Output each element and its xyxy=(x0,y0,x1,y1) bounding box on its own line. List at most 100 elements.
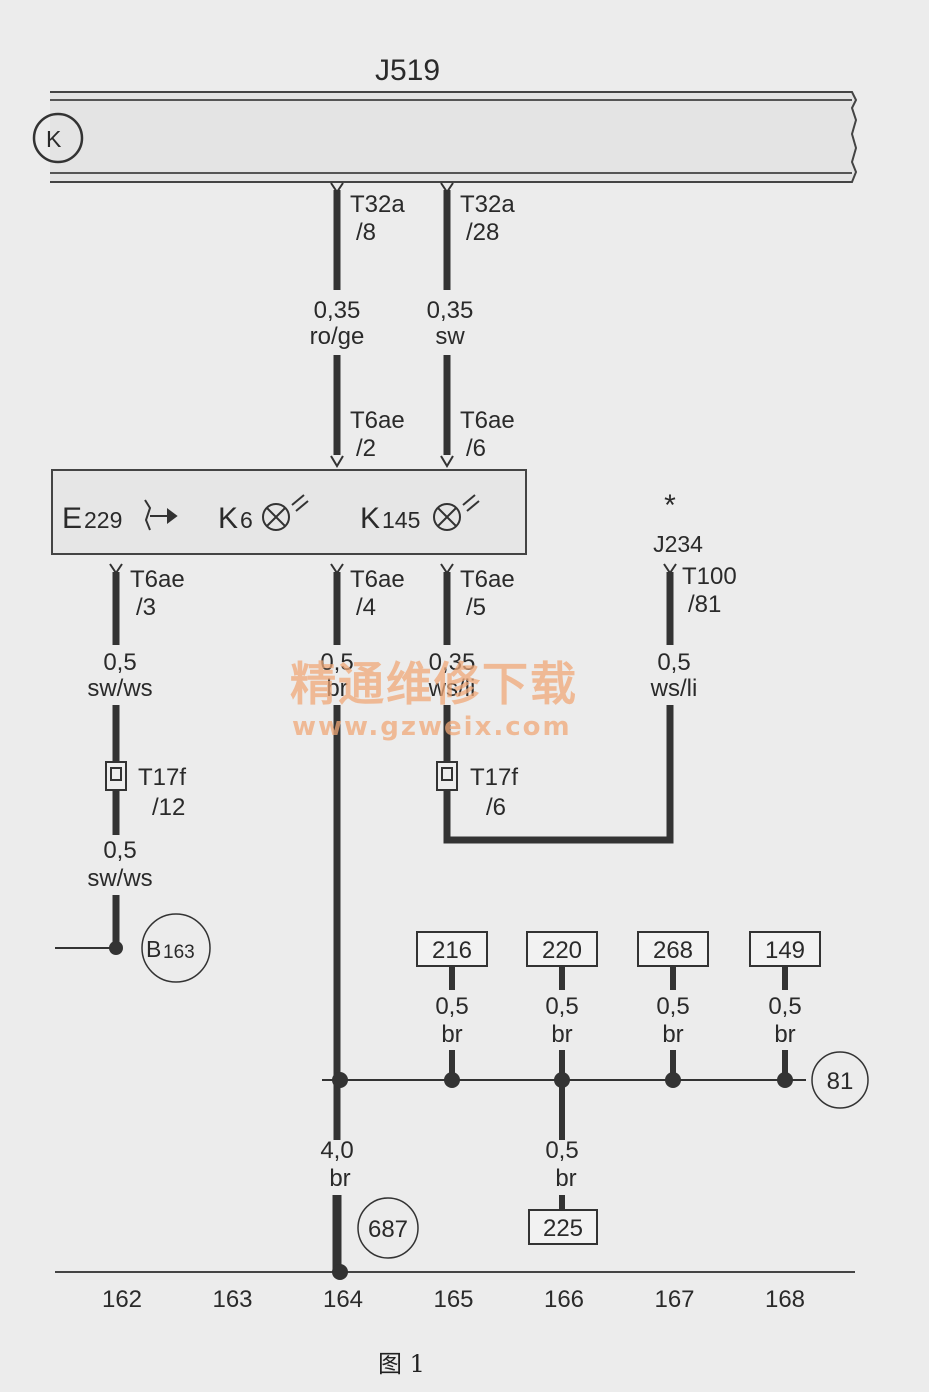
ref-box-220: 220 xyxy=(526,931,598,967)
j519-module xyxy=(50,91,858,183)
ref-box-216: 216 xyxy=(416,931,488,967)
wire-w2-color: sw xyxy=(435,323,465,350)
wire-216-color: br xyxy=(441,1021,462,1048)
branch-wires xyxy=(449,966,788,1212)
svg-text:145: 145 xyxy=(382,507,420,533)
k145-component: K 145 xyxy=(360,502,420,535)
pin-t6ae-3-conn: T6ae xyxy=(130,566,185,593)
svg-text:163: 163 xyxy=(163,942,195,963)
wire-ground-size: 4,0 xyxy=(320,1137,353,1164)
svg-text:E: E xyxy=(62,502,82,535)
wire-225-size: 0,5 xyxy=(545,1137,578,1164)
wire-t6ae5-t17f6 xyxy=(443,572,674,844)
svg-text:225: 225 xyxy=(543,1215,583,1242)
footer-column-164: 164 xyxy=(323,1286,363,1313)
footer-column-166: 166 xyxy=(544,1286,584,1313)
pin-t100-81-conn: T100 xyxy=(682,563,737,590)
svg-text:K: K xyxy=(360,502,380,535)
figure-caption: 图 1 xyxy=(378,1350,425,1378)
pin-t17f-12-conn: T17f xyxy=(138,764,186,791)
wire-w6-size: 0,5 xyxy=(657,649,690,676)
footer-column-167: 167 xyxy=(654,1286,694,1313)
wire-w3-color: sw/ws xyxy=(87,675,152,702)
svg-text:B: B xyxy=(146,936,161,962)
svg-text:216: 216 xyxy=(432,937,472,964)
pin-t100-81-num: /81 xyxy=(688,591,721,618)
lamp-icon xyxy=(433,494,480,531)
svg-text:229: 229 xyxy=(84,507,122,533)
svg-text:220: 220 xyxy=(542,937,582,964)
pin-t6ae-6-conn: T6ae xyxy=(460,407,515,434)
wire-w2-size: 0,35 xyxy=(427,297,474,324)
ref-box-268: 268 xyxy=(637,931,709,967)
wire-149-color: br xyxy=(774,1021,795,1048)
footer-column-163: 163 xyxy=(212,1286,252,1313)
wire-220-size: 0,5 xyxy=(545,993,578,1020)
svg-text:81: 81 xyxy=(827,1068,854,1095)
pin-t32a-8-conn: T32a xyxy=(350,191,405,218)
wire-w4-size: 0,5 xyxy=(320,649,353,676)
svg-text:K: K xyxy=(46,126,62,152)
pin-t32a-28-conn: T32a xyxy=(460,191,515,218)
j519-label: J519 xyxy=(375,54,440,87)
b163-ground-point: B 163 xyxy=(141,913,211,983)
svg-text:K: K xyxy=(218,502,238,535)
circle-687: 687 xyxy=(357,1197,419,1259)
watermark-url: www.gzweix.com xyxy=(292,712,572,742)
wire-w1-size: 0,35 xyxy=(314,297,361,324)
pin-t6ae-2-num: /2 xyxy=(356,435,376,462)
wire-ground-color: br xyxy=(329,1165,350,1192)
footer-column-165: 165 xyxy=(433,1286,473,1313)
lamp-icon xyxy=(262,494,309,531)
j234-label: J234 xyxy=(653,531,703,557)
wire-w1-color: ro/ge xyxy=(310,323,365,350)
pin-t32a-28-num: /28 xyxy=(466,219,499,246)
wire-w7-color: sw/ws xyxy=(87,865,152,892)
circle-81: 81 xyxy=(811,1051,869,1109)
k6-component: K 6 xyxy=(218,502,253,535)
pin-t6ae-6-num: /6 xyxy=(466,435,486,462)
footer-column-168: 168 xyxy=(765,1286,805,1313)
pin-t6ae-4-conn: T6ae xyxy=(350,566,405,593)
pin-t17f-6-num: /6 xyxy=(486,794,506,821)
wire-w4-color: br xyxy=(326,675,347,702)
wire-216-size: 0,5 xyxy=(435,993,468,1020)
pin-t6ae-3-num: /3 xyxy=(136,594,156,621)
wire-149-size: 0,5 xyxy=(768,993,801,1020)
wire-w6-color: ws/li xyxy=(650,675,698,702)
pin-t32a-8-num: /8 xyxy=(356,219,376,246)
switch-icon xyxy=(144,499,178,531)
wire-268-size: 0,5 xyxy=(656,993,689,1020)
watermark-text: 精通维修下载 xyxy=(290,657,578,711)
svg-text:268: 268 xyxy=(653,937,693,964)
pin-t6ae-4-num: /4 xyxy=(356,594,376,621)
svg-text:6: 6 xyxy=(240,507,253,533)
k-circle-icon: K xyxy=(32,112,84,164)
ref-box-225: 225 xyxy=(528,1209,598,1245)
ref-box-149: 149 xyxy=(749,931,821,967)
wire-268-color: br xyxy=(662,1021,683,1048)
pin-t6ae-2-conn: T6ae xyxy=(350,407,405,434)
wire-225-color: br xyxy=(555,1165,576,1192)
junction-dot xyxy=(109,941,123,955)
connector-icon xyxy=(436,761,458,791)
pin-arrow xyxy=(330,182,454,468)
pin-t6ae-5-conn: T6ae xyxy=(460,566,515,593)
junction-dot xyxy=(332,1264,348,1280)
svg-text:687: 687 xyxy=(368,1216,408,1243)
footer-column-numbers: 162 163 164 165 166 167 168 xyxy=(102,1286,805,1313)
junction-dots xyxy=(332,1072,793,1088)
wire-w5-color: ws/li xyxy=(428,675,476,702)
wire-w7-size: 0,5 xyxy=(103,837,136,864)
pin-t6ae-5-num: /5 xyxy=(466,594,486,621)
svg-text:149: 149 xyxy=(765,937,805,964)
pin-t17f-6-conn: T17f xyxy=(470,764,518,791)
footer-column-162: 162 xyxy=(102,1286,142,1313)
wire-220-color: br xyxy=(551,1021,572,1048)
e229-component: E 229 xyxy=(62,502,122,535)
wire-w3-size: 0,5 xyxy=(103,649,136,676)
wire-w5-size: 0,35 xyxy=(429,649,476,676)
j234-asterisk: * xyxy=(664,489,676,522)
pin-t17f-12-num: /12 xyxy=(152,794,185,821)
